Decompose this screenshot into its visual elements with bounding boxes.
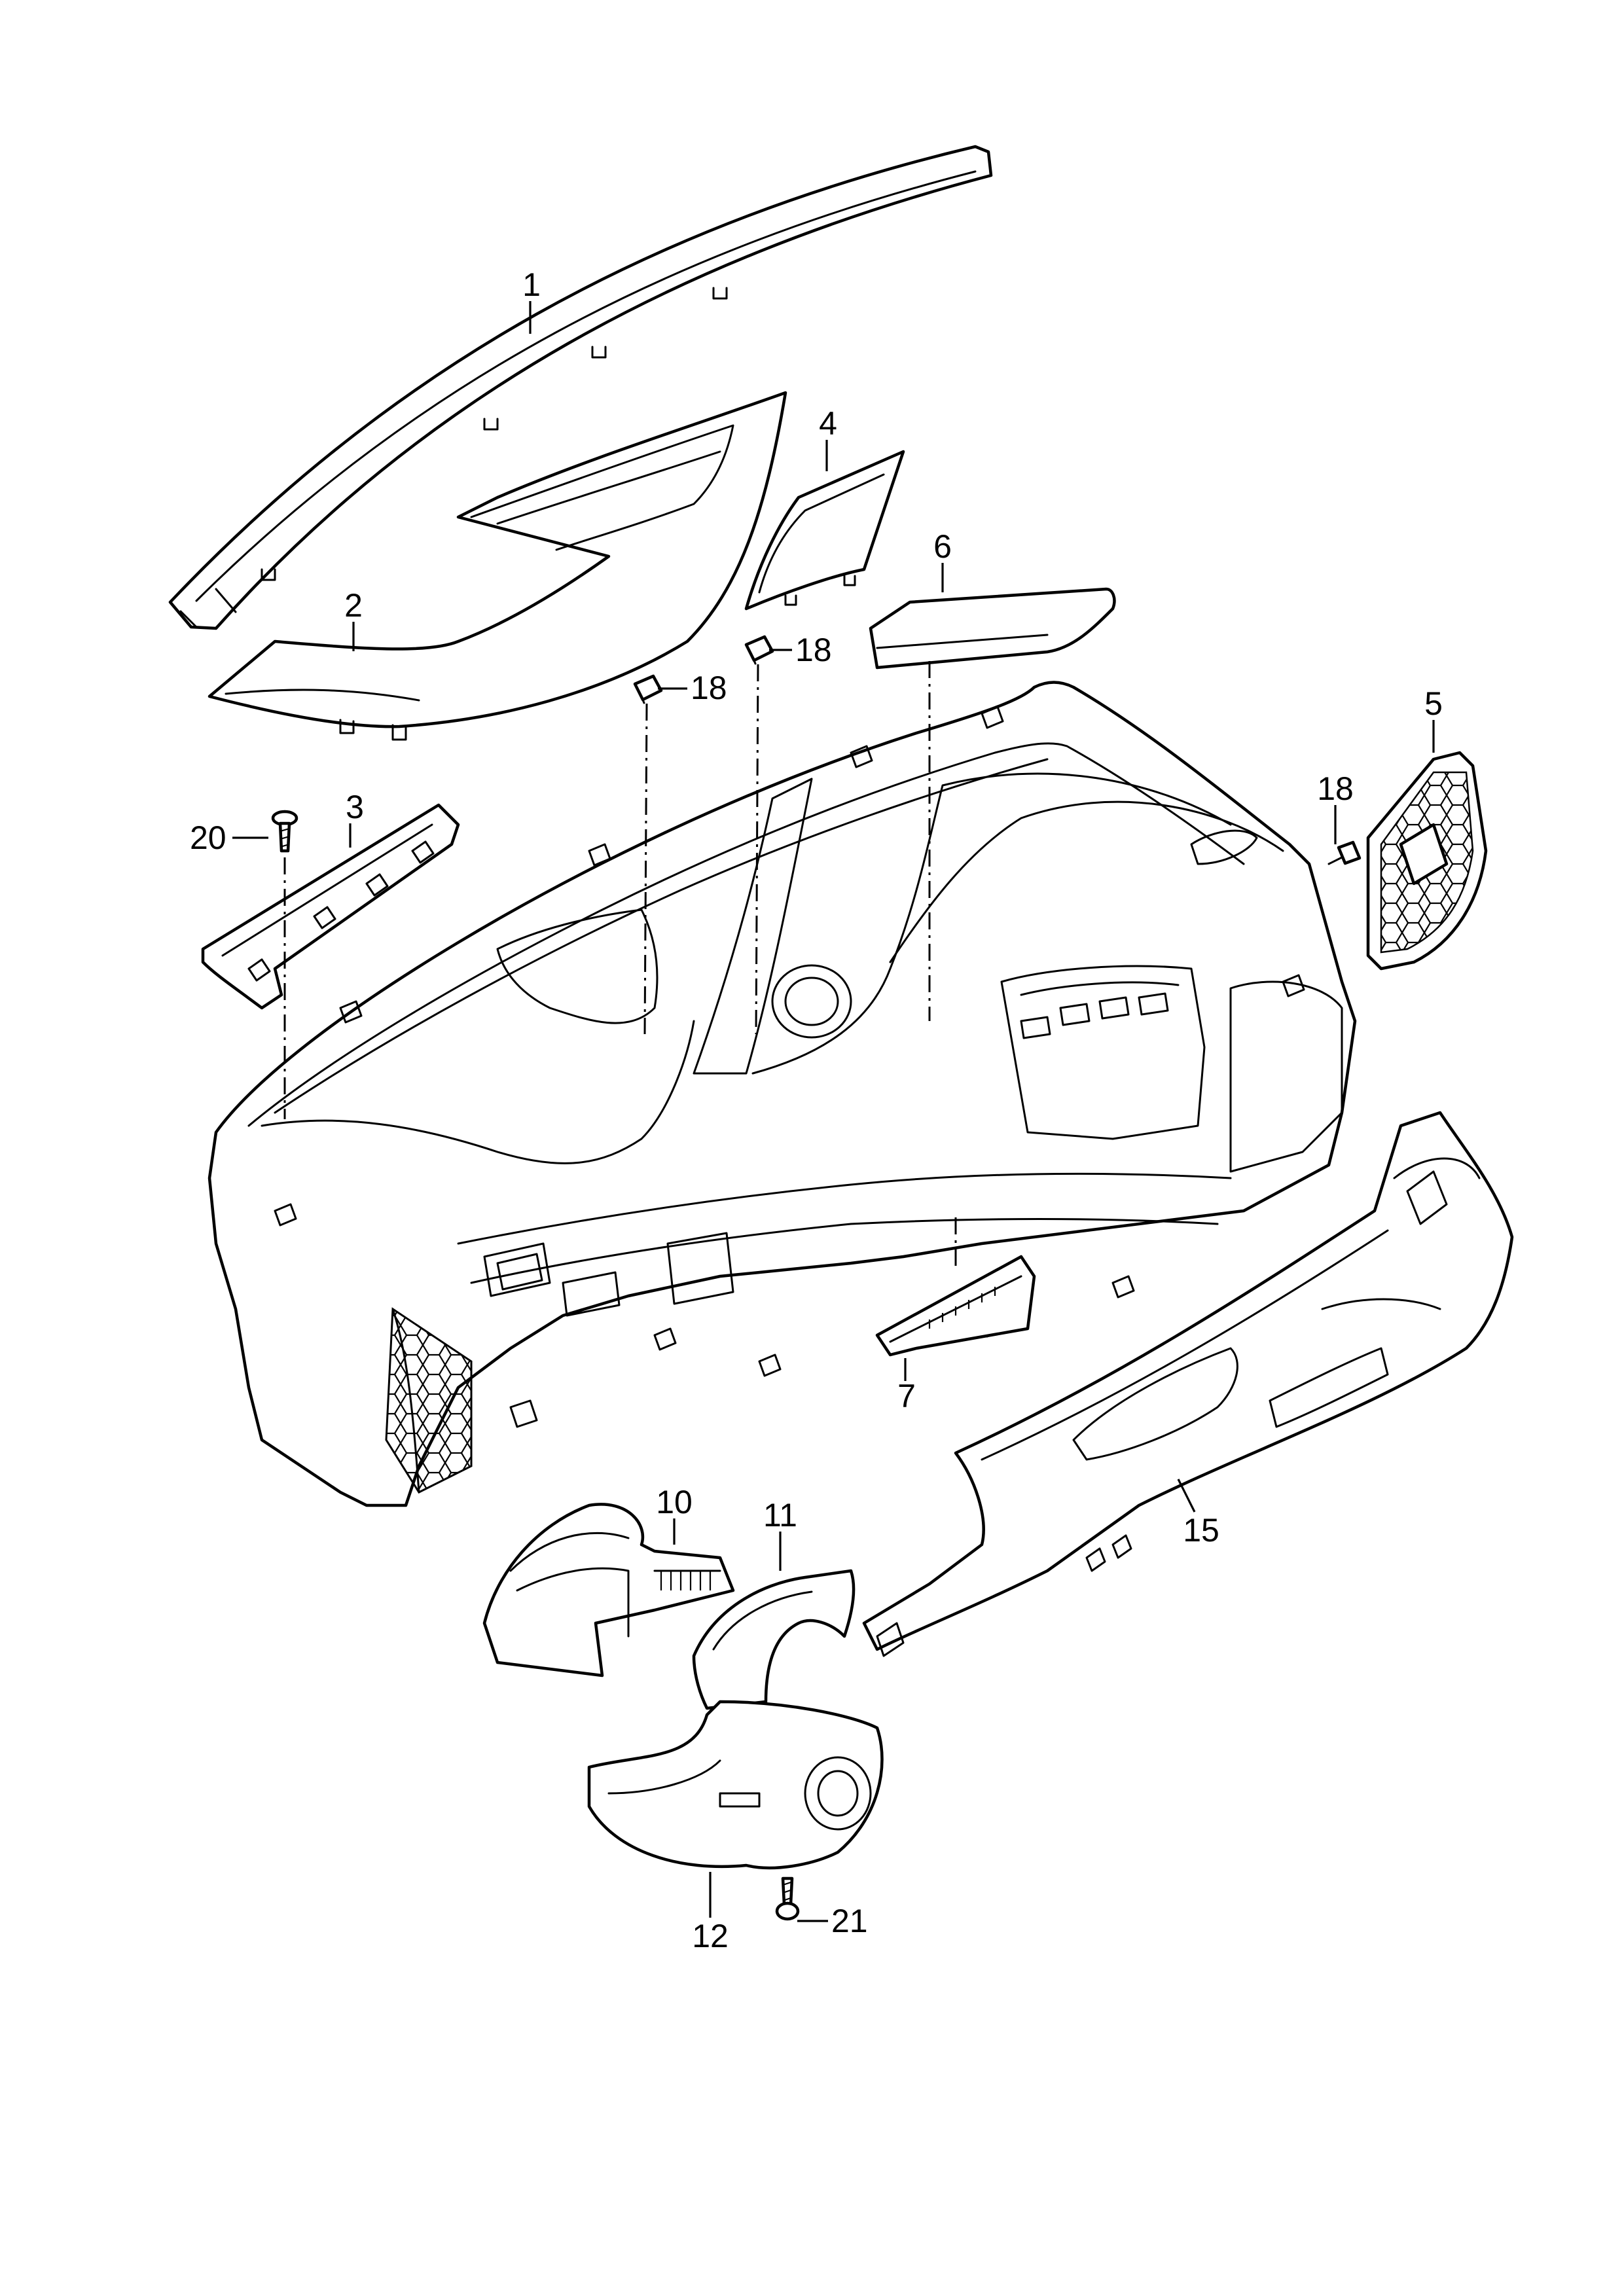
clip-18-right: [1327, 840, 1362, 865]
callout-labels: 1 2 3 4 5 6 7 10 11 12 15 18 18 18 20 21: [190, 266, 1443, 1954]
leader-lines: [232, 301, 1435, 1922]
callout-12: 12: [692, 1918, 729, 1954]
part-10-column-cover-upper: [482, 1503, 735, 1677]
screw-20: [271, 810, 298, 853]
callout-18-left: 18: [691, 670, 727, 706]
callout-15: 15: [1183, 1512, 1219, 1549]
clip-18-middle: [744, 635, 774, 665]
callout-18-right: 18: [1317, 770, 1354, 807]
callout-11: 11: [763, 1497, 797, 1534]
screw-21: [775, 1876, 800, 1921]
part-7-small-bracket: [875, 1255, 1036, 1357]
callout-1: 1: [522, 266, 541, 303]
part-2-trim-panel: [208, 391, 787, 741]
callout-10: 10: [656, 1484, 693, 1520]
part-5-end-cover: [1366, 751, 1488, 971]
part-15-lower-trim: [862, 1111, 1514, 1657]
part-1-upper-trim-strip: [168, 145, 993, 630]
part-12-column-cover-lower: [587, 1700, 884, 1870]
callout-6: 6: [933, 528, 952, 565]
dashboard-carrier: [208, 681, 1357, 1507]
part-6-trim-bar: [869, 587, 1116, 670]
part-3-bracket: [201, 803, 460, 1010]
callout-21: 21: [831, 1903, 868, 1939]
callout-5: 5: [1424, 685, 1443, 722]
clip-18-left: [633, 674, 663, 704]
assembly-lines: [283, 661, 957, 1270]
part-11-column-shroud: [692, 1569, 856, 1710]
callout-3: 3: [346, 789, 364, 825]
callout-2: 2: [344, 587, 363, 624]
callout-20: 20: [190, 819, 226, 856]
callout-7: 7: [897, 1378, 916, 1414]
part-4-cover-panel: [744, 450, 905, 611]
callout-4: 4: [819, 405, 837, 442]
callout-18-middle: 18: [795, 632, 832, 668]
